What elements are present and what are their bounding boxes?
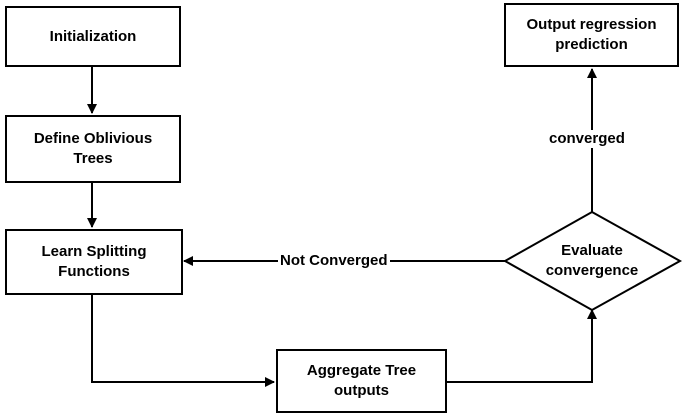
learn-splitting-functions-label: Learn Splitting Functions xyxy=(41,243,147,280)
initialization-label: Initialization xyxy=(49,27,137,45)
initialization-box: Initialization xyxy=(5,6,181,67)
aggregate-tree-outputs-box: Aggregate Tree outputs xyxy=(276,349,447,413)
define-oblivious-trees-label: Define Oblivious Trees xyxy=(33,130,153,167)
output-regression-prediction-box: Output regression prediction xyxy=(504,3,679,67)
output-regression-prediction-label: Output regression prediction xyxy=(526,16,657,53)
evaluate-convergence-diamond xyxy=(502,210,683,312)
converged-label: converged xyxy=(547,130,627,148)
learn-splitting-functions-box: Learn Splitting Functions xyxy=(5,229,183,295)
evaluate-convergence-label: Evaluate convergence xyxy=(545,242,639,279)
arrow-aggregate-to-evaluate xyxy=(447,309,597,383)
aggregate-tree-outputs-label: Aggregate Tree outputs xyxy=(306,362,417,399)
arrow-learn-to-aggregate xyxy=(91,295,275,387)
define-oblivious-trees-box: Define Oblivious Trees xyxy=(5,115,181,183)
not-converged-label: Not Converged xyxy=(278,252,390,270)
